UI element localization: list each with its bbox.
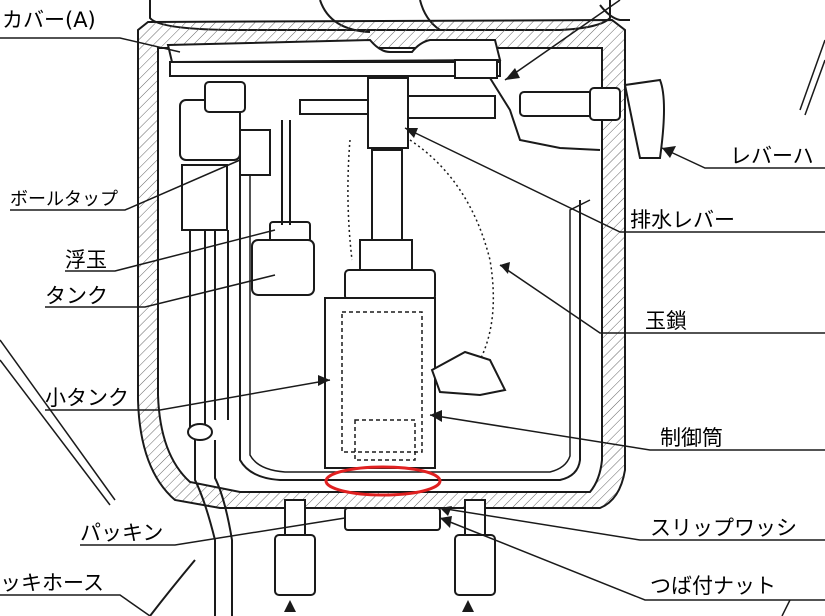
float-part xyxy=(251,120,315,296)
label-lever-handle: レバーハ xyxy=(730,144,814,168)
label-packing: パッキン xyxy=(80,521,164,545)
label-drain-lever: 排水レバー xyxy=(630,208,735,232)
lever-assembly xyxy=(299,77,665,159)
label-small-tank: 小タンク xyxy=(45,386,129,410)
label-flex-hose: ッキホース xyxy=(0,571,104,595)
arrowheads xyxy=(284,68,676,612)
label-cover-a: カバー(A) xyxy=(2,8,96,32)
highlight-ellipse xyxy=(324,465,442,497)
label-slip-washer: スリップワッシ xyxy=(650,516,797,540)
label-chain: 玉鎖 xyxy=(645,309,687,333)
tank-wall xyxy=(137,18,626,509)
label-tank: タンク xyxy=(45,284,108,308)
drain-valve xyxy=(344,77,436,301)
label-control-tube: 制御筒 xyxy=(660,426,723,450)
water-line xyxy=(239,165,581,481)
label-ball-tap: ボールタップ xyxy=(10,189,118,210)
label-float: 浮玉 xyxy=(65,248,107,272)
bottom-fittings xyxy=(274,499,496,596)
inner-liner xyxy=(249,170,591,473)
chain-part xyxy=(347,139,495,361)
ball-tap-part xyxy=(179,81,271,420)
label-flange-nut: つば付ナット xyxy=(650,574,776,598)
supply-pipe xyxy=(149,230,233,616)
cover-a-part xyxy=(166,38,502,79)
control-tube-part xyxy=(324,297,507,469)
